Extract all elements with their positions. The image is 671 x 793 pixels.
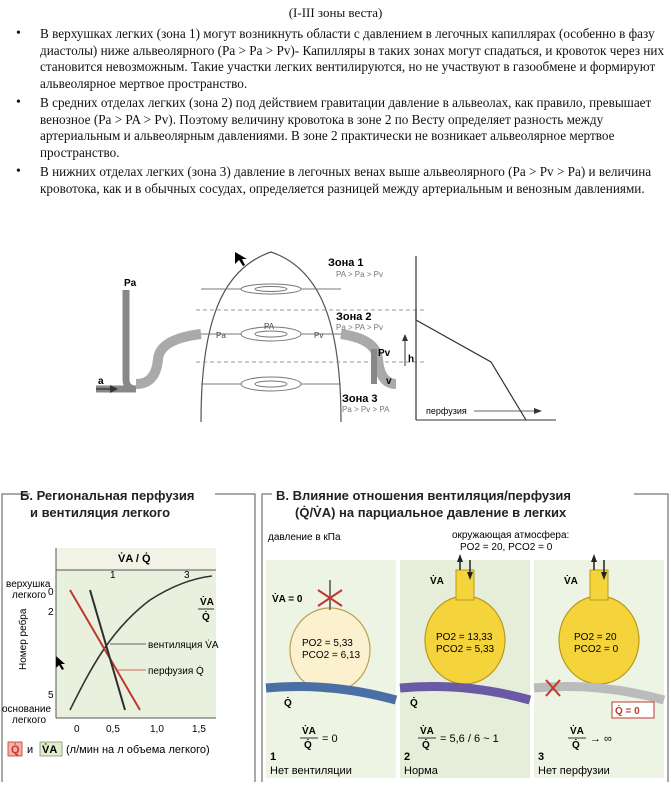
panelB-apex-1: верхушка — [6, 579, 51, 590]
bullet-zone3: В нижних отделах легких (зона 3) давлени… — [14, 164, 666, 197]
ambient-2: PO2 = 20, PCO2 = 0 — [460, 542, 553, 553]
panelB-x-label: (л/мин на л объема легкого) — [66, 744, 210, 756]
svg-text:PCO2 = 6,13: PCO2 = 6,13 — [302, 650, 361, 661]
svg-text:V̇A: V̇A — [42, 743, 57, 756]
zone3-label: Зона 3 — [342, 393, 378, 405]
pressure-unit: давление в кПа — [268, 532, 341, 543]
svg-text:Q̇ = 0: Q̇ = 0 — [615, 705, 640, 717]
bullet-zone1: В верхушках легких (зона 1) могут возник… — [14, 26, 666, 92]
svg-text:Q̇: Q̇ — [410, 697, 418, 709]
label-v: v — [386, 376, 392, 387]
panelB-top-axis: V̇A / Q̇ — [118, 552, 151, 565]
textbook-figure: Б. Региональная перфузия и вентиляция ле… — [0, 480, 671, 793]
svg-text:3: 3 — [184, 570, 190, 581]
case2-caption: Норма — [404, 765, 439, 777]
panelB-y-axis: Номер ребра — [17, 608, 29, 670]
zone1-formula: PA > Pa > Pv — [336, 270, 383, 279]
zone2-formula: Pa > PA > Pv — [336, 323, 383, 332]
zone1-label: Зона 1 — [328, 257, 364, 269]
case3-caption: Нет перфузии — [538, 765, 610, 777]
svg-text:1,0: 1,0 — [150, 724, 164, 735]
panelB-apex-2: легкого — [12, 590, 47, 601]
panelB-title-2: и вентиляция легкого — [30, 505, 170, 520]
svg-text:= 5,6 / 6 ~ 1: = 5,6 / 6 ~ 1 — [440, 733, 499, 745]
svg-text:PO2 = 13,33: PO2 = 13,33 — [436, 632, 493, 643]
svg-text:1: 1 — [270, 751, 276, 763]
svg-text:0: 0 — [74, 724, 80, 735]
panelB-base-2: легкого — [12, 715, 47, 726]
svg-text:2: 2 — [404, 751, 410, 763]
artery-tube — [136, 334, 201, 384]
svg-text:PCO2 = 0: PCO2 = 0 — [574, 644, 619, 655]
panelB-base-1: основание — [2, 704, 52, 715]
page-title: (I-III зоны веста) — [0, 5, 671, 21]
svg-text:3: 3 — [538, 751, 544, 763]
cursor-icon — [235, 252, 247, 266]
svg-text:Q̇: Q̇ — [304, 739, 312, 751]
perfusion-label: перфузия — [426, 406, 467, 416]
svg-text:1: 1 — [110, 570, 116, 581]
zone3-formula: Pa > Pv > PA — [342, 405, 390, 414]
label-h: h — [408, 354, 414, 365]
svg-text:V̇A: V̇A — [200, 596, 214, 608]
svg-text:0,5: 0,5 — [106, 724, 120, 735]
svg-text:0: 0 — [48, 587, 54, 598]
svg-text:2: 2 — [48, 607, 54, 618]
svg-text:Q̇: Q̇ — [202, 611, 210, 623]
svg-text:Q̇: Q̇ — [11, 743, 20, 756]
svg-text:и: и — [27, 744, 33, 756]
panelB-vent-label: вентиляция V̇A — [148, 638, 219, 651]
svg-text:Pa: Pa — [216, 331, 226, 340]
label-pv: Pv — [378, 348, 391, 359]
panelB-title-1: Б. Региональная перфузия — [20, 488, 194, 503]
svg-text:PO2 = 5,33: PO2 = 5,33 — [302, 638, 353, 649]
svg-text:Q̇: Q̇ — [284, 697, 292, 709]
ambient-1: окружающая атмосфера: — [452, 529, 569, 541]
panelB-perf-label: перфузия Q̇ — [148, 664, 204, 677]
svg-text:V̇A: V̇A — [430, 575, 444, 587]
svg-text:PA: PA — [264, 322, 275, 331]
svg-text:PCO2 = 5,33: PCO2 = 5,33 — [436, 644, 495, 655]
svg-text:= 0: = 0 — [322, 733, 338, 745]
case1-caption: Нет вентиляции — [270, 765, 352, 777]
panelV-title-2: (Q̇/V̇A) на парциальное давление в легки… — [295, 505, 567, 520]
label-a: a — [98, 376, 104, 387]
bullet-zone2: В средних отделах легких (зона 2) под де… — [14, 95, 666, 161]
svg-text:V̇A: V̇A — [570, 725, 584, 737]
svg-text:V̇A = 0: V̇A = 0 — [272, 593, 303, 605]
label-pa: Pa — [124, 278, 137, 289]
svg-text:Q̇: Q̇ — [422, 739, 430, 751]
svg-text:V̇A: V̇A — [420, 725, 434, 737]
svg-text:V̇A: V̇A — [564, 575, 578, 587]
west-zones-diagram: a Pa Pv v Pa PA Pv Зона 1 PA > Pa > Pv З… — [96, 244, 576, 424]
perfusion-curve — [416, 310, 526, 420]
svg-text:5: 5 — [48, 690, 54, 701]
svg-text:→ ∞: → ∞ — [590, 733, 612, 745]
svg-text:Pv: Pv — [314, 331, 323, 340]
bullet-list: В верхушках легких (зона 1) могут возник… — [14, 26, 666, 200]
svg-text:Q̇: Q̇ — [572, 739, 580, 751]
zone2-label: Зона 2 — [336, 311, 372, 323]
svg-text:1,5: 1,5 — [192, 724, 206, 735]
panelV-title-1: В. Влияние отношения вентиляция/перфузия — [276, 488, 571, 503]
svg-text:PO2 = 20: PO2 = 20 — [574, 632, 617, 643]
svg-text:V̇A: V̇A — [302, 725, 316, 737]
